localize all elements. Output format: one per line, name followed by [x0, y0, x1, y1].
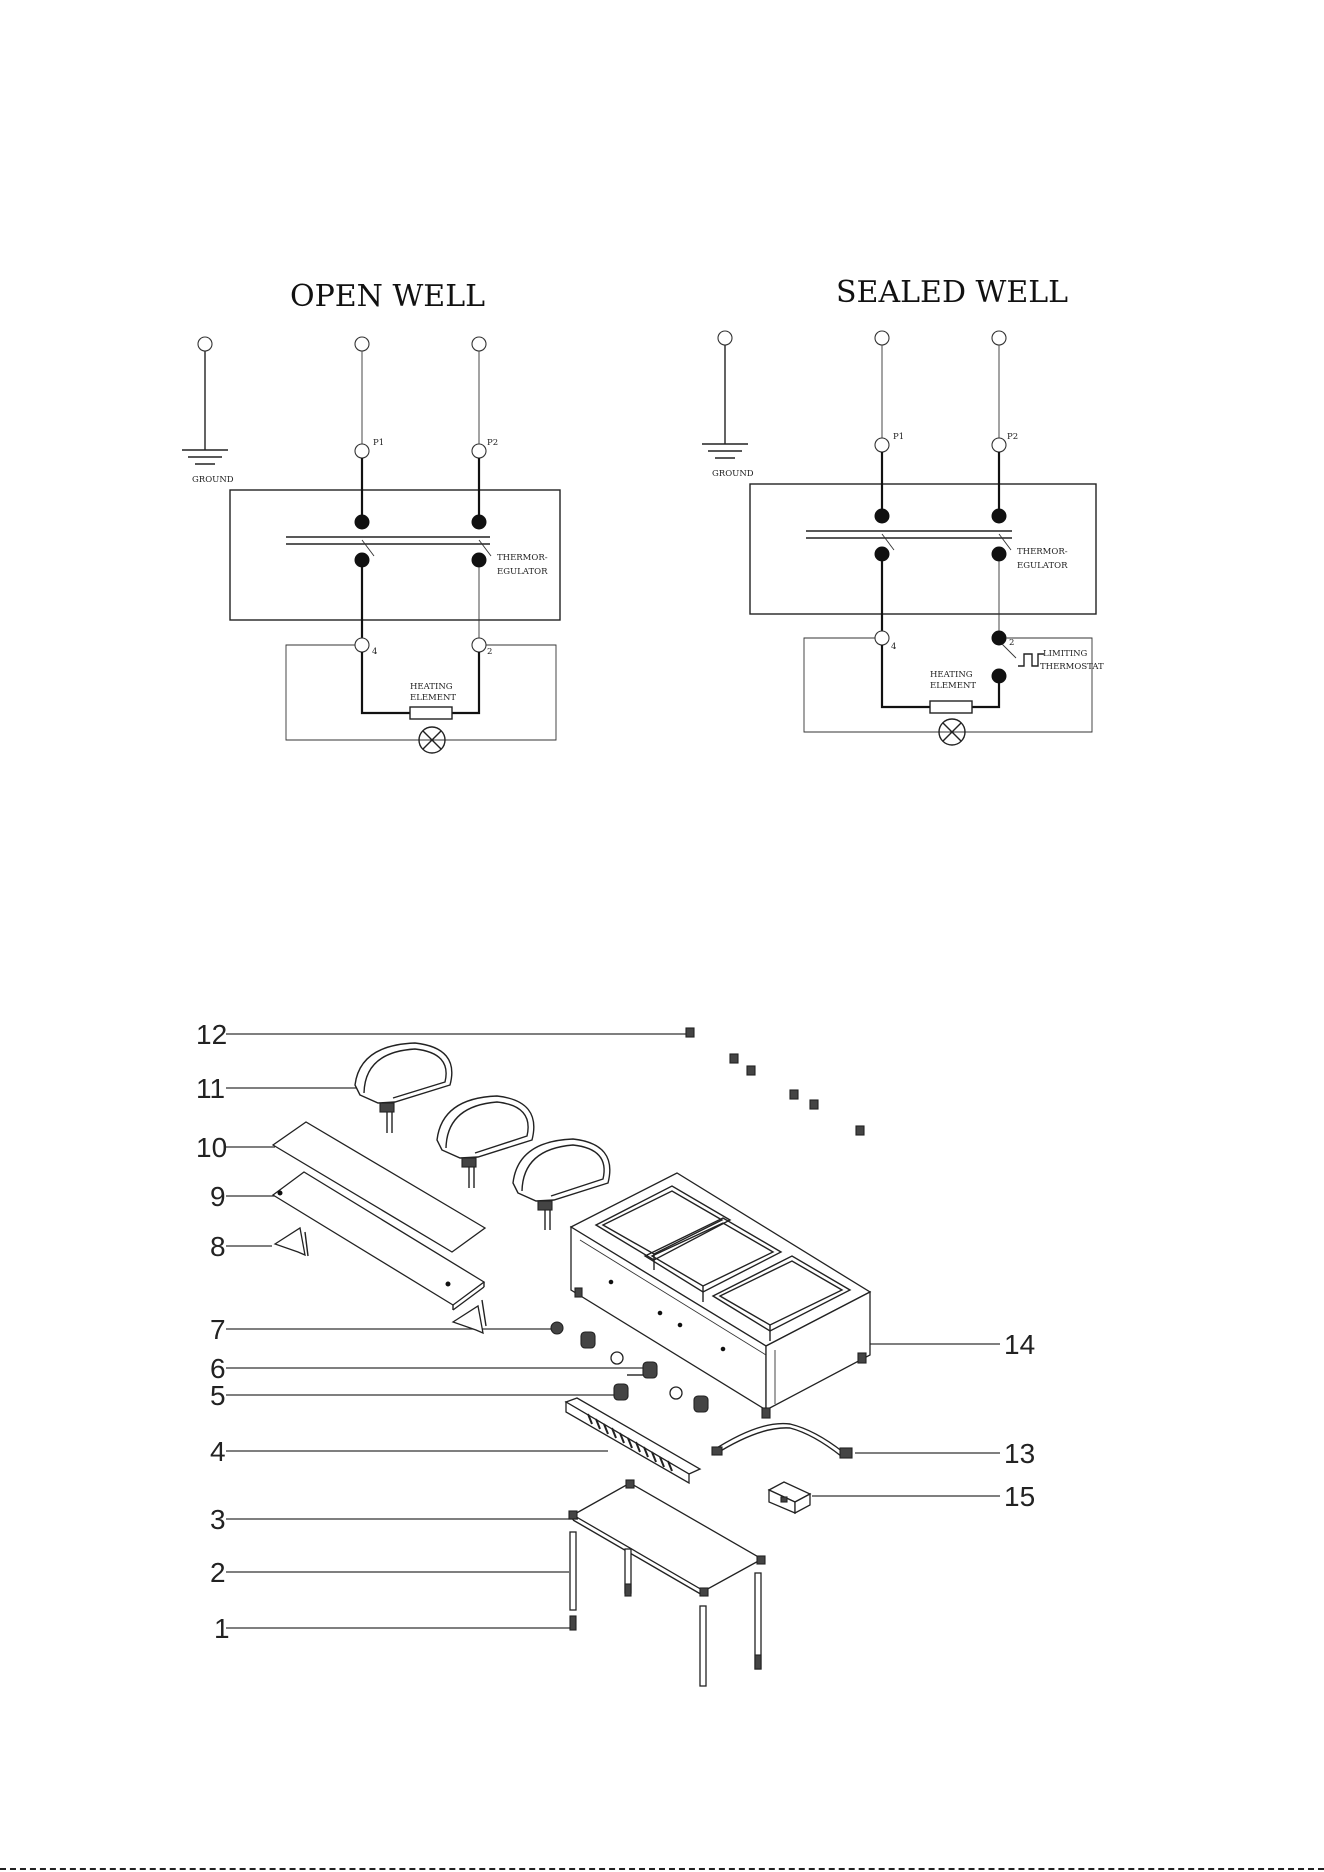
terminal-4 — [355, 638, 369, 652]
line-terminal-2 — [472, 337, 486, 351]
part-number-4: 4 — [210, 1436, 226, 1467]
part-number-1: 1 — [214, 1613, 230, 1644]
shelf-panels — [273, 1122, 485, 1310]
thermoregulator-label-1: THERMOR- — [1017, 547, 1068, 557]
heating-label-2: ELEMENT — [930, 681, 976, 691]
part-number-13: 13 — [1004, 1438, 1035, 1469]
open-well-diagram: OPEN WELL GROUND P1 P2 THERMOR- EGULATOR — [182, 279, 560, 753]
part-number-5: 5 — [210, 1380, 226, 1411]
part-number-12: 12 — [196, 1019, 227, 1050]
line-terminal-1 — [875, 331, 889, 345]
ground-terminal — [198, 337, 212, 351]
limiting-label-1: LIMITING — [1043, 649, 1088, 659]
power-cord — [712, 1424, 852, 1458]
part-number-10: 10 — [196, 1132, 227, 1163]
p1-terminal — [875, 438, 889, 452]
line-terminal-2 — [992, 331, 1006, 345]
part-number-2: 2 — [210, 1557, 226, 1588]
heating-element — [930, 701, 972, 713]
part-number-11: 11 — [196, 1073, 225, 1104]
sealed-well-title: SEALED WELL — [836, 275, 1068, 310]
line-terminal-1 — [355, 337, 369, 351]
exploded-parts-view: 12 11 10 9 8 7 6 5 4 3 2 1 14 13 15 — [196, 1019, 1035, 1686]
part-number-14: 14 — [1004, 1329, 1035, 1360]
ground-label: GROUND — [192, 475, 234, 485]
p2-terminal — [472, 444, 486, 458]
thermoregulator-label-2: EGULATOR — [1017, 561, 1068, 571]
terminal-2 — [992, 631, 1006, 645]
terminal-2-label: 2 — [1009, 638, 1014, 648]
part-number-15: 15 — [1004, 1481, 1035, 1512]
part-number-9: 9 — [210, 1181, 226, 1212]
sealed-well-diagram: SEALED WELL GROUND P1 P2 THERMOR- EGULAT… — [702, 275, 1104, 745]
control-panel — [566, 1398, 700, 1483]
terminal-4-label: 4 — [891, 642, 896, 652]
part-number-3: 3 — [210, 1504, 226, 1535]
heating-label-2: ELEMENT — [410, 693, 456, 703]
thermoregulator-label-2: EGULATOR — [497, 567, 548, 577]
main-body — [571, 1173, 870, 1418]
terminal-4 — [875, 631, 889, 645]
p1-label: P1 — [373, 438, 384, 448]
part-number-8: 8 — [210, 1231, 226, 1262]
terminal-2 — [472, 638, 486, 652]
page-bottom-rule — [0, 1868, 1324, 1870]
terminal-2-label: 2 — [487, 647, 492, 657]
thermoregulator-label-1: THERMOR- — [497, 553, 548, 563]
heating-element — [410, 707, 452, 719]
small-box — [769, 1482, 810, 1513]
table-stand — [569, 1480, 765, 1686]
leg-front-left — [570, 1532, 576, 1610]
limiting-label-2: THERMOSTAT — [1040, 662, 1104, 672]
p1-terminal — [355, 444, 369, 458]
heating-label-1: HEATING — [410, 682, 453, 692]
part-number-7: 7 — [210, 1314, 226, 1345]
p2-label: P2 — [1007, 432, 1018, 442]
heating-label-1: HEATING — [930, 670, 973, 680]
p2-terminal — [992, 438, 1006, 452]
terminal-4-label: 4 — [372, 647, 377, 657]
p1-label: P1 — [893, 432, 904, 442]
ground-terminal — [718, 331, 732, 345]
open-well-title: OPEN WELL — [290, 279, 485, 314]
clips — [686, 1028, 864, 1135]
p2-label: P2 — [487, 438, 498, 448]
leg-front-right — [700, 1606, 706, 1686]
ground-label: GROUND — [712, 469, 754, 479]
